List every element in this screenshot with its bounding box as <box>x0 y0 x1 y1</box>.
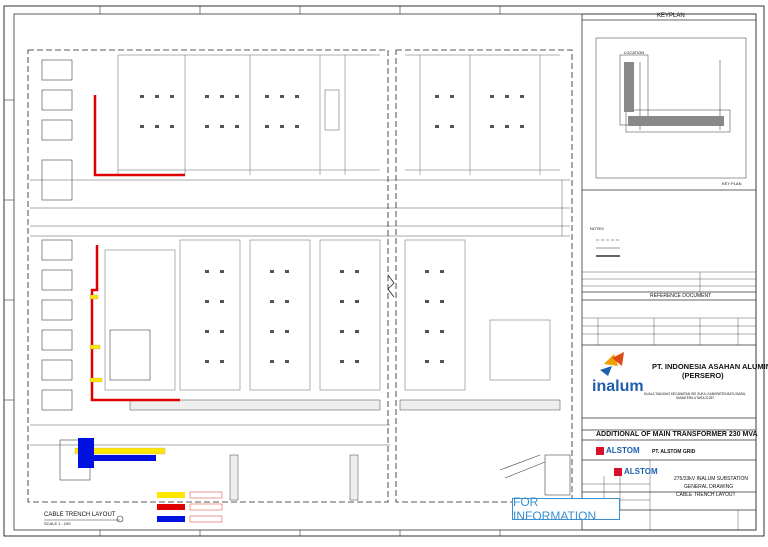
inalum-logo-text: inalum <box>592 378 644 395</box>
lower-bays <box>104 239 551 391</box>
keyplan-title: KEYPLAN <box>657 13 685 19</box>
lower-right-spur <box>499 454 571 496</box>
inalum-logo-mark <box>600 352 624 376</box>
red-trench-upper <box>93 95 185 177</box>
alstom-mark-1 <box>596 447 604 455</box>
reference-title: REFERENCE DOCUMENT <box>650 293 712 299</box>
keyplan-site <box>595 37 747 179</box>
location-label: LOCATION <box>624 50 645 55</box>
for-information-stamp: FOR INFORMATION <box>512 495 620 523</box>
notes-legend <box>596 239 620 257</box>
boundary-right <box>395 49 573 503</box>
lower-equipment <box>205 270 444 363</box>
boundary-left <box>27 49 389 503</box>
blue-trench-segments <box>78 438 156 468</box>
left-equipment-column <box>41 59 151 481</box>
upper-bays <box>117 54 560 175</box>
layout-title: CABLE TRENCH LAYOUT <box>44 512 116 518</box>
layout-scale: SCALE 1 : 100 <box>44 521 71 526</box>
drawing-title-line2: GENERAL DRAWING <box>684 484 734 490</box>
notes-title: NOTES <box>590 226 604 231</box>
reference-table <box>582 271 756 292</box>
alstom-label-1: ALSTOM <box>606 446 640 455</box>
bottom-trench <box>129 399 561 501</box>
keyplan-fill <box>624 62 724 126</box>
upper-equipment <box>140 89 524 131</box>
legend-blue-swatch <box>157 516 185 522</box>
legend-label-boxes <box>189 491 223 523</box>
keyplan-label: KEY PLAN <box>722 181 742 186</box>
drawing-title-line1: 275/33kV INALUM SUBSTATION <box>674 476 749 482</box>
project-title: ADDITIONAL OF MAIN TRANSFORMER 230 MVA <box>596 431 758 438</box>
outer-frame <box>3 5 765 537</box>
yellow-trench-segments <box>74 294 166 455</box>
frame-ticks <box>4 6 501 536</box>
contractor-name: PT. ALSTOM GRID <box>652 449 696 455</box>
client-address: KUALA TANJUNG KECAMATAN SEI SUKA, KABUPA… <box>644 392 746 400</box>
client-name-line1: PT. INDONESIA ASAHAN ALUMINIUM <box>652 362 768 371</box>
alstom-mark-2 <box>614 468 622 476</box>
alstom-label-2: ALSTOM <box>624 467 658 476</box>
legend-red-swatch <box>157 504 185 510</box>
layout-scale-marker <box>116 515 124 523</box>
legend-yellow-swatch <box>157 492 185 498</box>
drawing-title-line3: CABLE TRENCH LAYOUT <box>676 492 736 498</box>
break-symbol <box>387 274 395 298</box>
client-name-line2: (PERSERO) <box>682 371 724 380</box>
red-trench-lower <box>90 245 180 402</box>
revision-table <box>582 317 756 345</box>
